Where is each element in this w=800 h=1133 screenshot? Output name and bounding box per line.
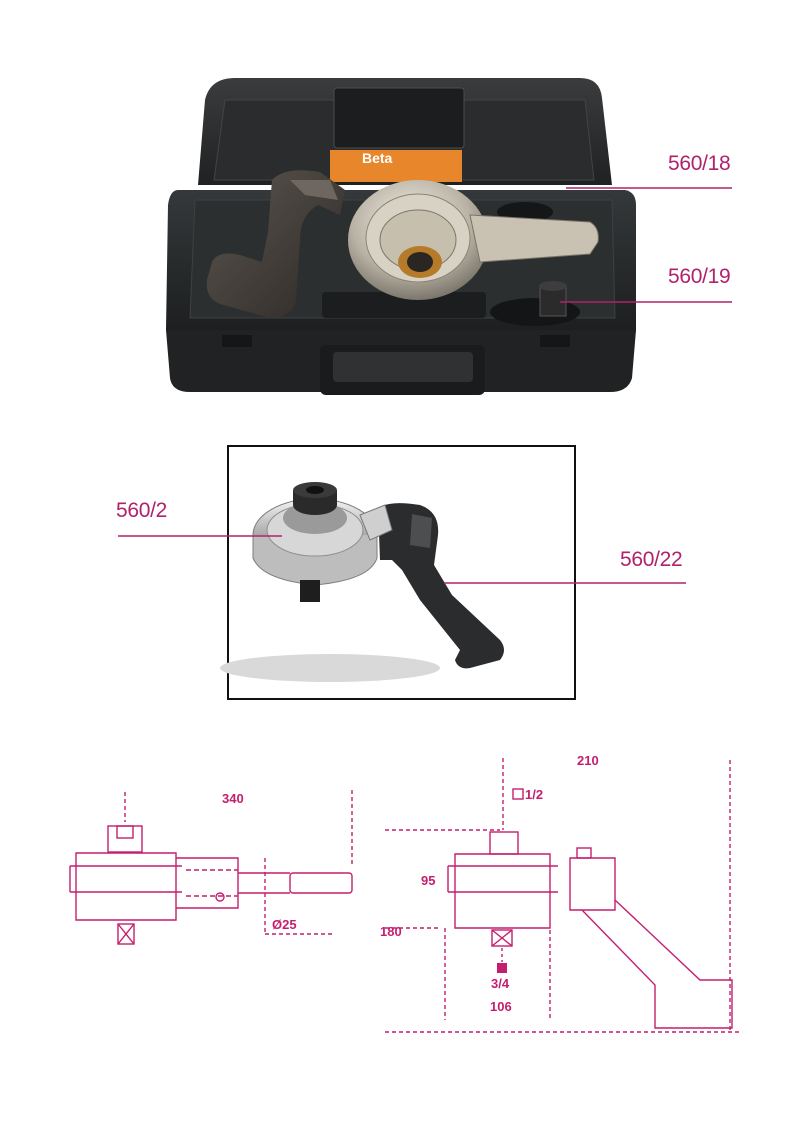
callout-560-19: 560/19 — [668, 265, 731, 288]
dim-width-210: 210 — [577, 753, 599, 768]
dim-length-340: 340 — [222, 791, 244, 806]
dim-bar-diameter: Ø25 — [272, 917, 297, 932]
callout-560-2: 560/2 — [116, 499, 168, 522]
callout-560-18: 560/18 — [668, 152, 731, 175]
dim-drive-in-1-2: 1/2 — [525, 787, 544, 802]
dim-base-106: 106 — [490, 999, 512, 1014]
case-label-text: Beta — [362, 150, 393, 166]
dim-offset-180: 180 — [380, 924, 402, 939]
callout-560-22: 560/22 — [620, 548, 683, 571]
dim-height-95: 95 — [421, 873, 436, 888]
dim-drive-out-3-4: 3/4 — [491, 976, 510, 991]
